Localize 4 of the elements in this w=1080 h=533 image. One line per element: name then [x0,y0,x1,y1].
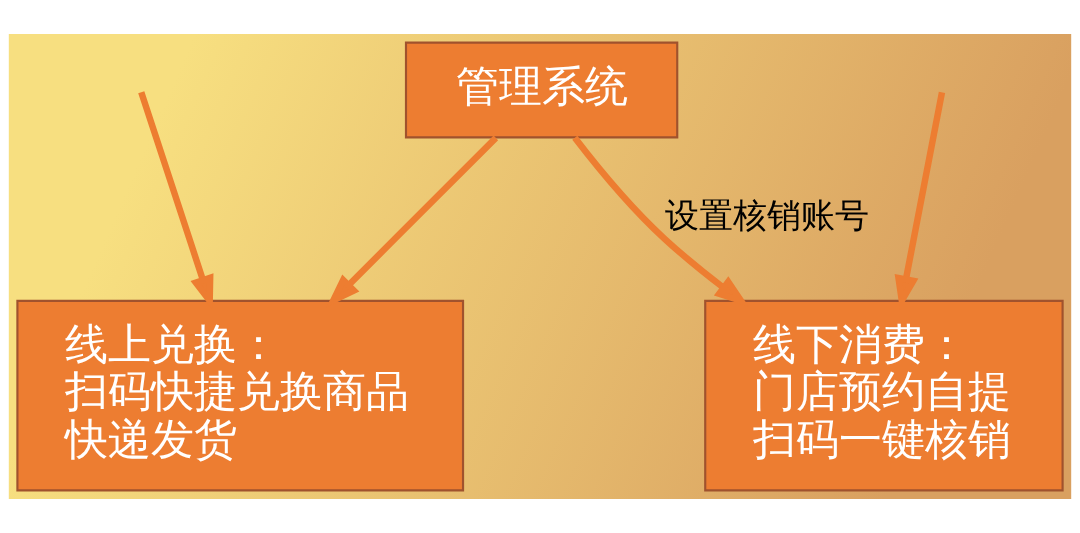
node-box: 管理系统 [404,41,679,139]
node-box: 线上兑换： 扫码快捷兑换商品 快递发货 [16,299,465,492]
edge-label: 设置核销账号 [664,195,869,236]
node-box: 线下消费： 门店预约自提 扫码一键核销 [704,299,1064,492]
